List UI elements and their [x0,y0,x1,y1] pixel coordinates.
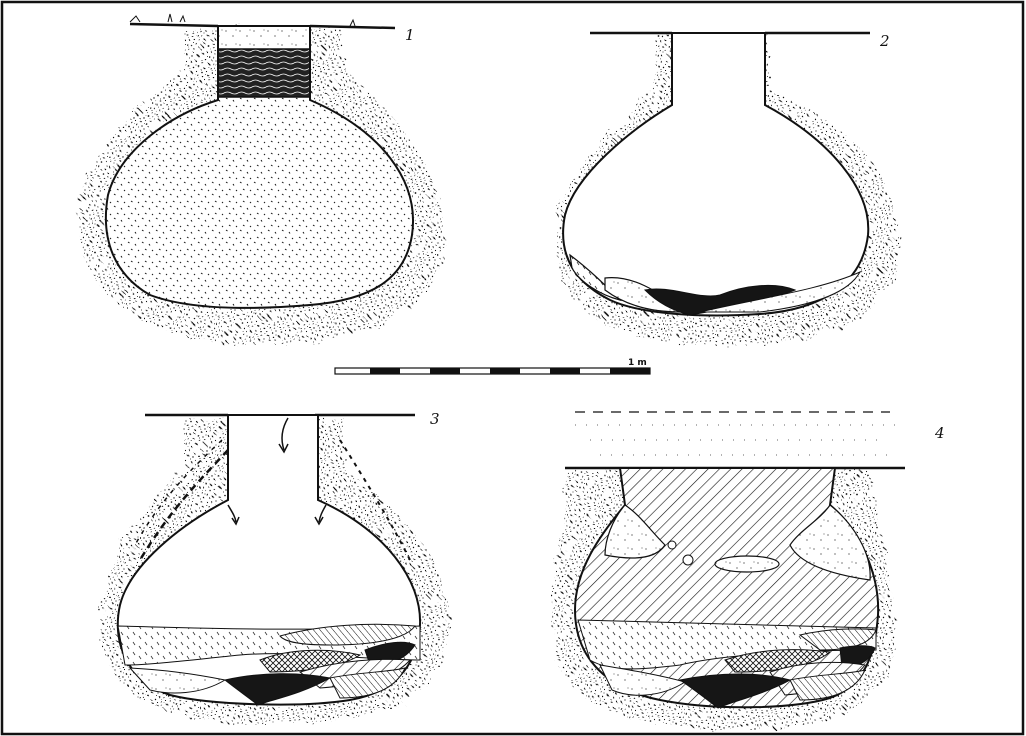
panel-4: 4 [552,412,945,730]
panel-2: 2 [555,32,900,345]
pit-cavity [563,33,868,315]
panel-1-label: 1 [405,26,415,44]
panel-1: 1 [79,14,445,345]
scale-bar: 1 m [335,358,650,374]
panel-2-label: 2 [879,32,890,50]
panel-3-label: 3 [430,410,440,428]
lens-inclusion [715,556,779,572]
scale-bar-label: 1 m [628,358,647,368]
panel-3: 3 [100,410,450,725]
panel-4-label: 4 [934,424,945,442]
seal-clay-layer [219,49,309,97]
seal-top-layer [219,27,309,49]
